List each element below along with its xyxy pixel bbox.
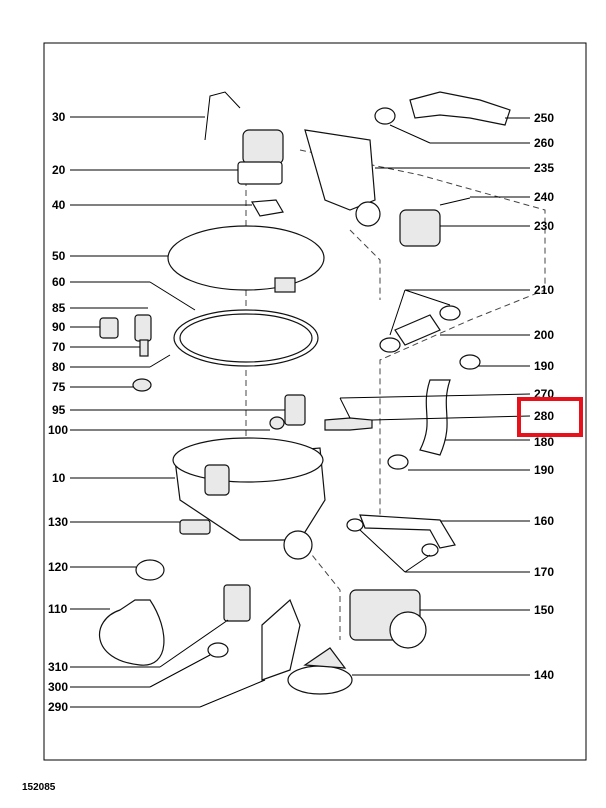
leader-lines bbox=[70, 116, 531, 708]
left-labels: 30 20 40 50 60 85 90 70 80 75 95 100 10 … bbox=[48, 110, 68, 714]
label-300: 300 bbox=[48, 680, 68, 694]
label-290: 290 bbox=[48, 700, 68, 714]
label-310: 310 bbox=[48, 660, 68, 674]
label-180: 180 bbox=[534, 435, 554, 449]
label-110: 110 bbox=[48, 602, 68, 616]
label-250: 250 bbox=[534, 111, 554, 125]
highlight-box bbox=[517, 397, 583, 437]
label-240: 240 bbox=[534, 190, 554, 204]
label-280: 280 bbox=[534, 409, 554, 423]
drawing-number: 152085 bbox=[22, 782, 56, 793]
label-30: 30 bbox=[52, 110, 66, 124]
label-210: 210 bbox=[534, 283, 554, 297]
diagram-frame bbox=[43, 42, 587, 761]
label-190-bottom: 190 bbox=[534, 463, 554, 477]
label-50: 50 bbox=[52, 249, 66, 263]
label-90: 90 bbox=[52, 320, 66, 334]
label-190-top: 190 bbox=[534, 359, 554, 373]
label-70: 70 bbox=[52, 340, 66, 354]
part-drawings bbox=[98, 91, 511, 695]
label-230: 230 bbox=[534, 219, 554, 233]
label-10: 10 bbox=[52, 471, 66, 485]
label-200: 200 bbox=[534, 328, 554, 342]
label-95: 95 bbox=[52, 403, 66, 417]
label-130: 130 bbox=[48, 515, 68, 529]
label-120: 120 bbox=[48, 560, 68, 574]
label-20: 20 bbox=[52, 163, 66, 177]
right-labels: 250 260 235 240 230 210 200 190 270 280 … bbox=[534, 111, 554, 682]
label-150: 150 bbox=[534, 603, 554, 617]
label-140: 140 bbox=[534, 668, 554, 682]
label-160: 160 bbox=[534, 514, 554, 528]
label-260: 260 bbox=[534, 136, 554, 150]
label-235: 235 bbox=[534, 161, 554, 175]
label-80: 80 bbox=[52, 360, 66, 374]
label-75: 75 bbox=[52, 380, 66, 394]
label-40: 40 bbox=[52, 198, 66, 212]
label-100: 100 bbox=[48, 423, 68, 437]
label-170: 170 bbox=[534, 565, 554, 579]
label-60: 60 bbox=[52, 275, 66, 289]
label-85: 85 bbox=[52, 301, 66, 315]
